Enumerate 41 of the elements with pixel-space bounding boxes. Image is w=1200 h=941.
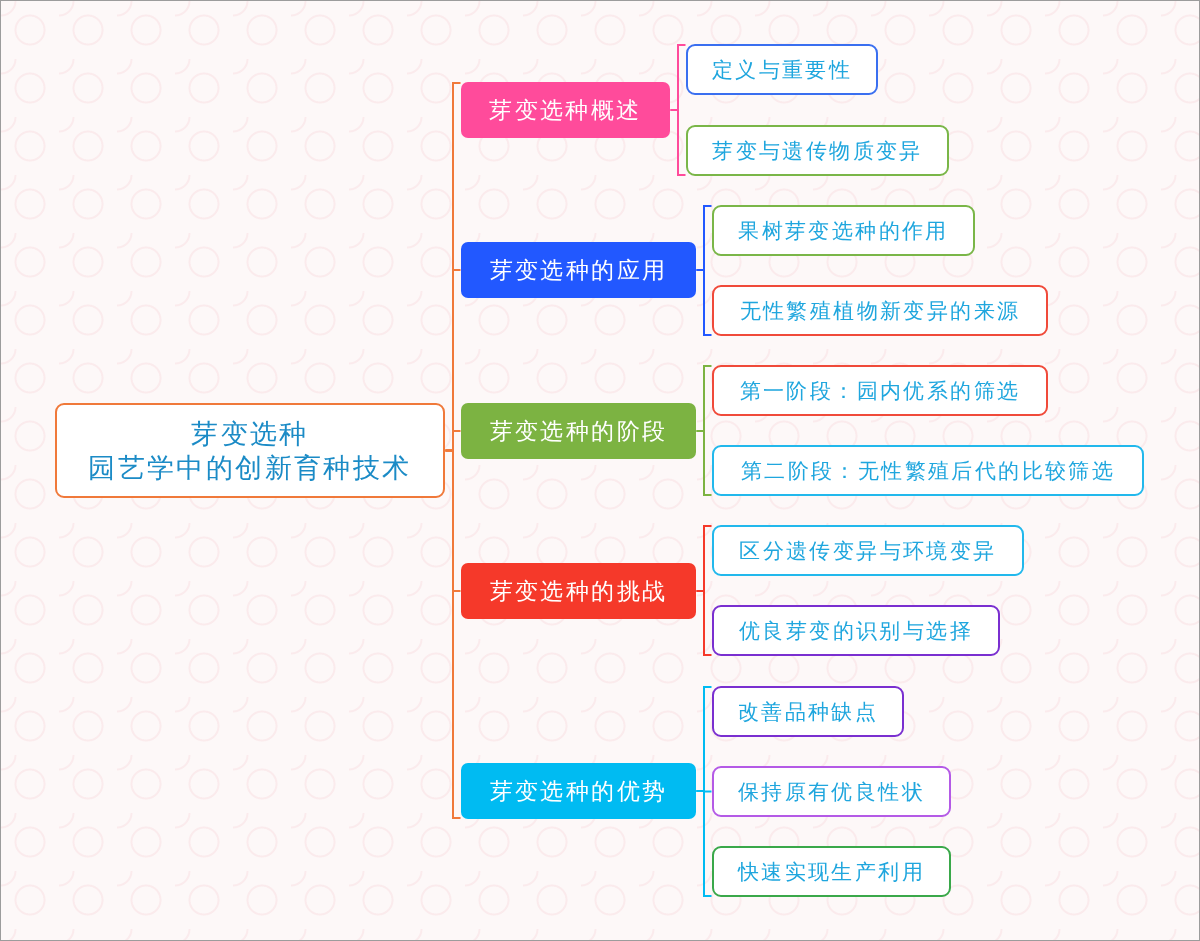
leaf-text: 定义与重要性 bbox=[711, 56, 853, 84]
connector-line bbox=[695, 269, 713, 336]
leaf-text: 优良芽变的识别与选择 bbox=[739, 617, 973, 645]
leaf-text: 第二阶段：无性繁殖后代的比较筛选 bbox=[740, 457, 1116, 485]
leaf-text: 区分遗传变异与环境变异 bbox=[739, 537, 997, 565]
branch-text: 芽变选种的应用 bbox=[489, 255, 668, 285]
connector-line bbox=[444, 449, 462, 819]
root-title: 芽变选种 bbox=[191, 416, 309, 451]
leaf-topic-box bbox=[712, 846, 951, 897]
leaf-text: 保持原有优良性状 bbox=[737, 778, 926, 806]
connector-line bbox=[669, 109, 687, 176]
leaf-topic-box bbox=[686, 125, 949, 176]
leaf-topic-box bbox=[712, 605, 1000, 656]
leaf-text: 快速实现生产利用 bbox=[737, 858, 926, 886]
branch-text: 芽变选种的阶段 bbox=[489, 416, 668, 446]
leaf-topic-box bbox=[712, 525, 1024, 576]
branch-topic-box bbox=[461, 763, 696, 819]
leaf-topic-box bbox=[712, 686, 904, 737]
branch-text: 芽变选种的挑战 bbox=[489, 576, 668, 606]
leaf-text: 无性繁殖植物新变异的来源 bbox=[739, 297, 1021, 325]
root-subtitle: 园艺学中的创新育种技术 bbox=[88, 450, 412, 485]
root-topic-box bbox=[55, 403, 445, 498]
branch-topic-box bbox=[461, 82, 670, 138]
branch-text: 芽变选种的优势 bbox=[489, 776, 668, 806]
leaf-text: 改善品种缺点 bbox=[737, 698, 879, 726]
leaf-text: 第一阶段：园内优系的筛选 bbox=[739, 377, 1021, 405]
branch-topic-box bbox=[461, 403, 696, 459]
branch-topic-box bbox=[461, 563, 696, 619]
leaf-topic-box bbox=[712, 365, 1048, 416]
leaf-topic-box bbox=[712, 205, 975, 256]
leaf-topic-box bbox=[712, 445, 1144, 496]
leaf-text: 果树芽变选种的作用 bbox=[738, 217, 949, 245]
leaf-topic-box bbox=[712, 766, 951, 817]
branch-text: 芽变选种概述 bbox=[489, 95, 642, 125]
branch-topic-box bbox=[461, 242, 696, 298]
leaf-topic-box bbox=[686, 44, 878, 95]
connector-line bbox=[695, 790, 713, 897]
leaf-text: 芽变与遗传物质变异 bbox=[712, 137, 923, 165]
leaf-topic-box bbox=[712, 285, 1048, 336]
connector-line bbox=[695, 590, 713, 656]
connector-line bbox=[695, 430, 713, 496]
